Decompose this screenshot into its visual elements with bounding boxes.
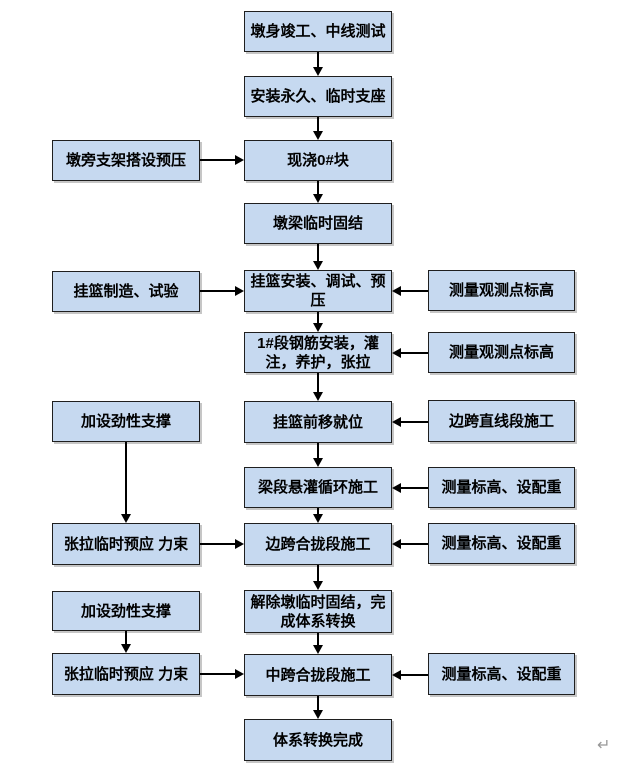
arrow-down-icon [313, 244, 323, 270]
arrow-down-icon [313, 373, 323, 401]
arrow-left-icon [392, 670, 428, 680]
flow-node-rigid-support-2: 加设劲性支撑 [52, 591, 200, 631]
arrow-left-icon [392, 539, 428, 549]
arrow-down-icon [313, 117, 323, 140]
flow-node-install-bearings: 安装永久、临时支座 [244, 76, 392, 117]
flow-node-survey-elevation-1: 测量观测点标高 [428, 270, 575, 311]
flow-node-cast-block0: 现浇0#块 [244, 140, 392, 181]
flow-node-bracket-preload: 墩旁支架搭设预压 [52, 140, 200, 181]
arrow-down-icon [313, 181, 323, 203]
arrow-down-icon [121, 442, 131, 523]
flow-node-basket-manufacture: 挂篮制造、试验 [52, 271, 200, 312]
flow-node-tension-tendons-2: 张拉临时预应 力束 [52, 653, 200, 695]
flow-node-basket-install: 挂篮安装、调试、预压 [244, 270, 392, 312]
flow-node-rigid-support-1: 加设劲性支撑 [52, 401, 200, 442]
arrow-right-icon [200, 286, 244, 296]
arrow-right-icon [200, 539, 244, 549]
flow-node-pier-completion: 墩身竣工、中线测试 [244, 11, 392, 52]
arrow-down-icon [313, 443, 323, 467]
paragraph-return-icon: ↵ [597, 737, 611, 754]
flow-node-side-span-closure: 边跨合拢段施工 [244, 523, 392, 565]
flow-node-measure-counterweight-3: 测量标高、设配重 [428, 653, 575, 695]
arrow-down-icon [313, 696, 323, 719]
flow-node-tension-tendons-1: 张拉临时预应 力束 [52, 523, 200, 565]
arrow-down-icon [313, 312, 323, 332]
flow-node-temporary-fixing: 墩梁临时固结 [244, 203, 392, 244]
arrow-down-icon [313, 508, 323, 523]
arrow-down-icon [313, 633, 323, 654]
flow-node-survey-elevation-2: 测量观测点标高 [428, 332, 575, 373]
arrow-left-icon [392, 483, 428, 493]
arrow-down-icon [313, 565, 323, 590]
flow-node-measure-counterweight-2: 测量标高、设配重 [428, 523, 575, 564]
arrow-left-icon [392, 348, 428, 358]
arrow-right-icon [200, 669, 244, 679]
flow-node-segment1-rebar: 1#段钢筋安装，灌注，养护，张拉 [244, 332, 392, 373]
flow-node-basket-forward: 挂篮前移就位 [244, 401, 392, 443]
arrow-down-icon [313, 52, 323, 76]
arrow-down-icon [121, 631, 131, 653]
flow-node-side-span-straight: 边跨直线段施工 [428, 400, 575, 442]
flow-node-mid-span-closure: 中跨合拢段施工 [244, 654, 392, 696]
flow-node-cantilever-cycle: 梁段悬灌循环施工 [244, 467, 392, 508]
arrow-left-icon [392, 286, 428, 296]
flow-node-system-conversion-done: 体系转换完成 [244, 719, 392, 761]
arrow-right-icon [200, 155, 244, 165]
flow-node-measure-counterweight-1: 测量标高、设配重 [428, 467, 575, 508]
flow-node-release-fixing: 解除墩临时固结，完成体系转换 [244, 590, 392, 633]
arrow-left-icon [392, 417, 428, 427]
